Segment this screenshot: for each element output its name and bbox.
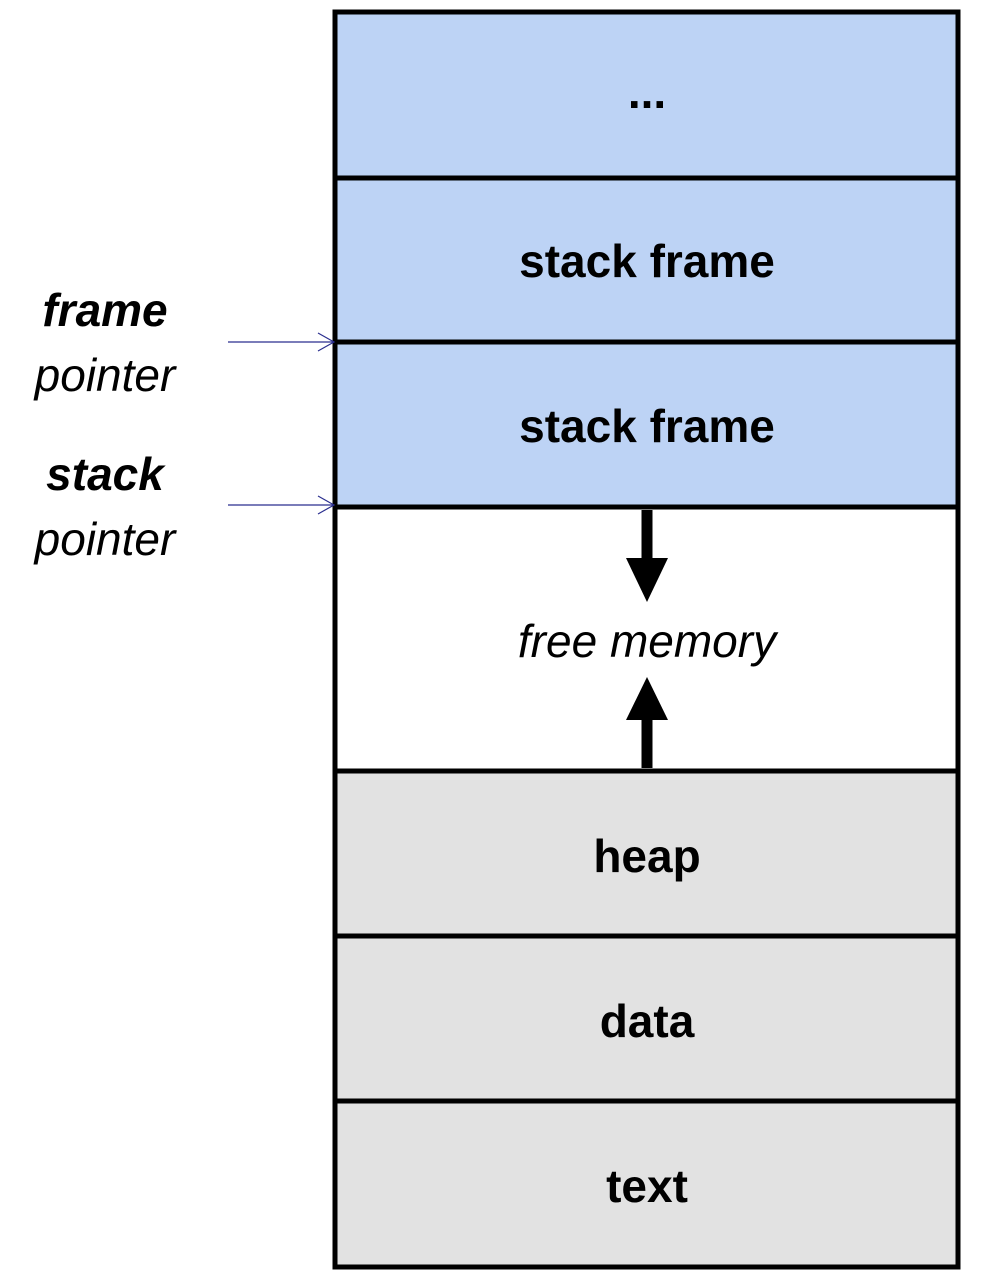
stack-pointer-label: pointer [33, 513, 177, 565]
ellipsis-label: ... [628, 66, 666, 118]
stack-frame-lower-label: stack frame [519, 400, 775, 452]
heap-growth-up-arrow [626, 677, 668, 768]
segment-ellipsis [335, 12, 958, 178]
stack-pointer-arrow [228, 495, 336, 515]
segment-stack-frame-lower [335, 342, 958, 507]
memory-block-border [332, 9, 961, 1270]
frame-pointer-label: pointer [33, 349, 177, 401]
segment-data [335, 936, 958, 1101]
segment-heap [335, 771, 958, 936]
data-label: data [600, 995, 695, 1047]
stack-pointer-label-bold: stack [46, 448, 166, 500]
free-memory-label: free memory [518, 615, 779, 667]
frame-pointer-label-bold: frame [42, 284, 167, 336]
heap-label: heap [593, 830, 700, 882]
stack-growth-down-arrow [626, 510, 668, 602]
frame-pointer-arrow [228, 332, 336, 352]
segment-text [335, 1101, 958, 1267]
segment-stack-frame-upper [335, 178, 958, 342]
stack-frame-upper-label: stack frame [519, 235, 775, 287]
text-segment-label: text [606, 1160, 688, 1212]
